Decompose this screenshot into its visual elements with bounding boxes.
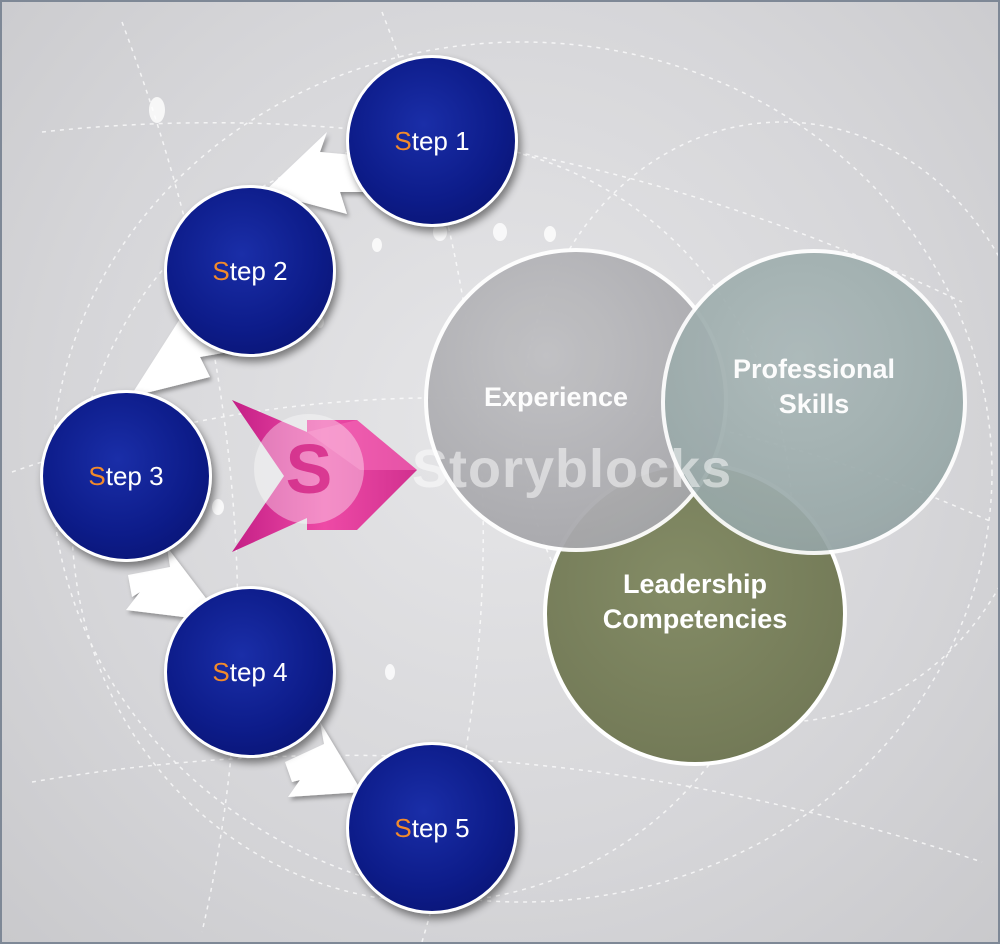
step-4-node: Step 4 [164, 586, 336, 758]
step-3-node: Step 3 [40, 390, 212, 562]
professional-label-line2: Skills [778, 389, 850, 419]
watermark-logo-icon: S [254, 414, 364, 524]
white-arrow-icon [264, 132, 380, 214]
step-5-node: Step 5 [346, 742, 518, 914]
step-1-label: Step 1 [394, 125, 470, 156]
step-2-label: Step 2 [212, 255, 288, 286]
professional-skills-circle: Professional Skills [661, 249, 967, 555]
white-arrow-icon [285, 722, 362, 797]
watermark-text: Storyblocks [412, 439, 733, 499]
professional-label-line1: Professional [732, 353, 896, 384]
leadership-label-line1: Leadership [622, 568, 768, 599]
step-2-node: Step 2 [164, 185, 336, 357]
step-1-node: Step 1 [346, 55, 518, 227]
step-4-label: Step 4 [212, 656, 288, 687]
experience-label: Experience [483, 382, 629, 413]
step-3-label: Step 3 [88, 460, 164, 491]
step-5-label: Step 5 [394, 812, 470, 843]
leadership-label-line2: Competencies [602, 604, 788, 634]
